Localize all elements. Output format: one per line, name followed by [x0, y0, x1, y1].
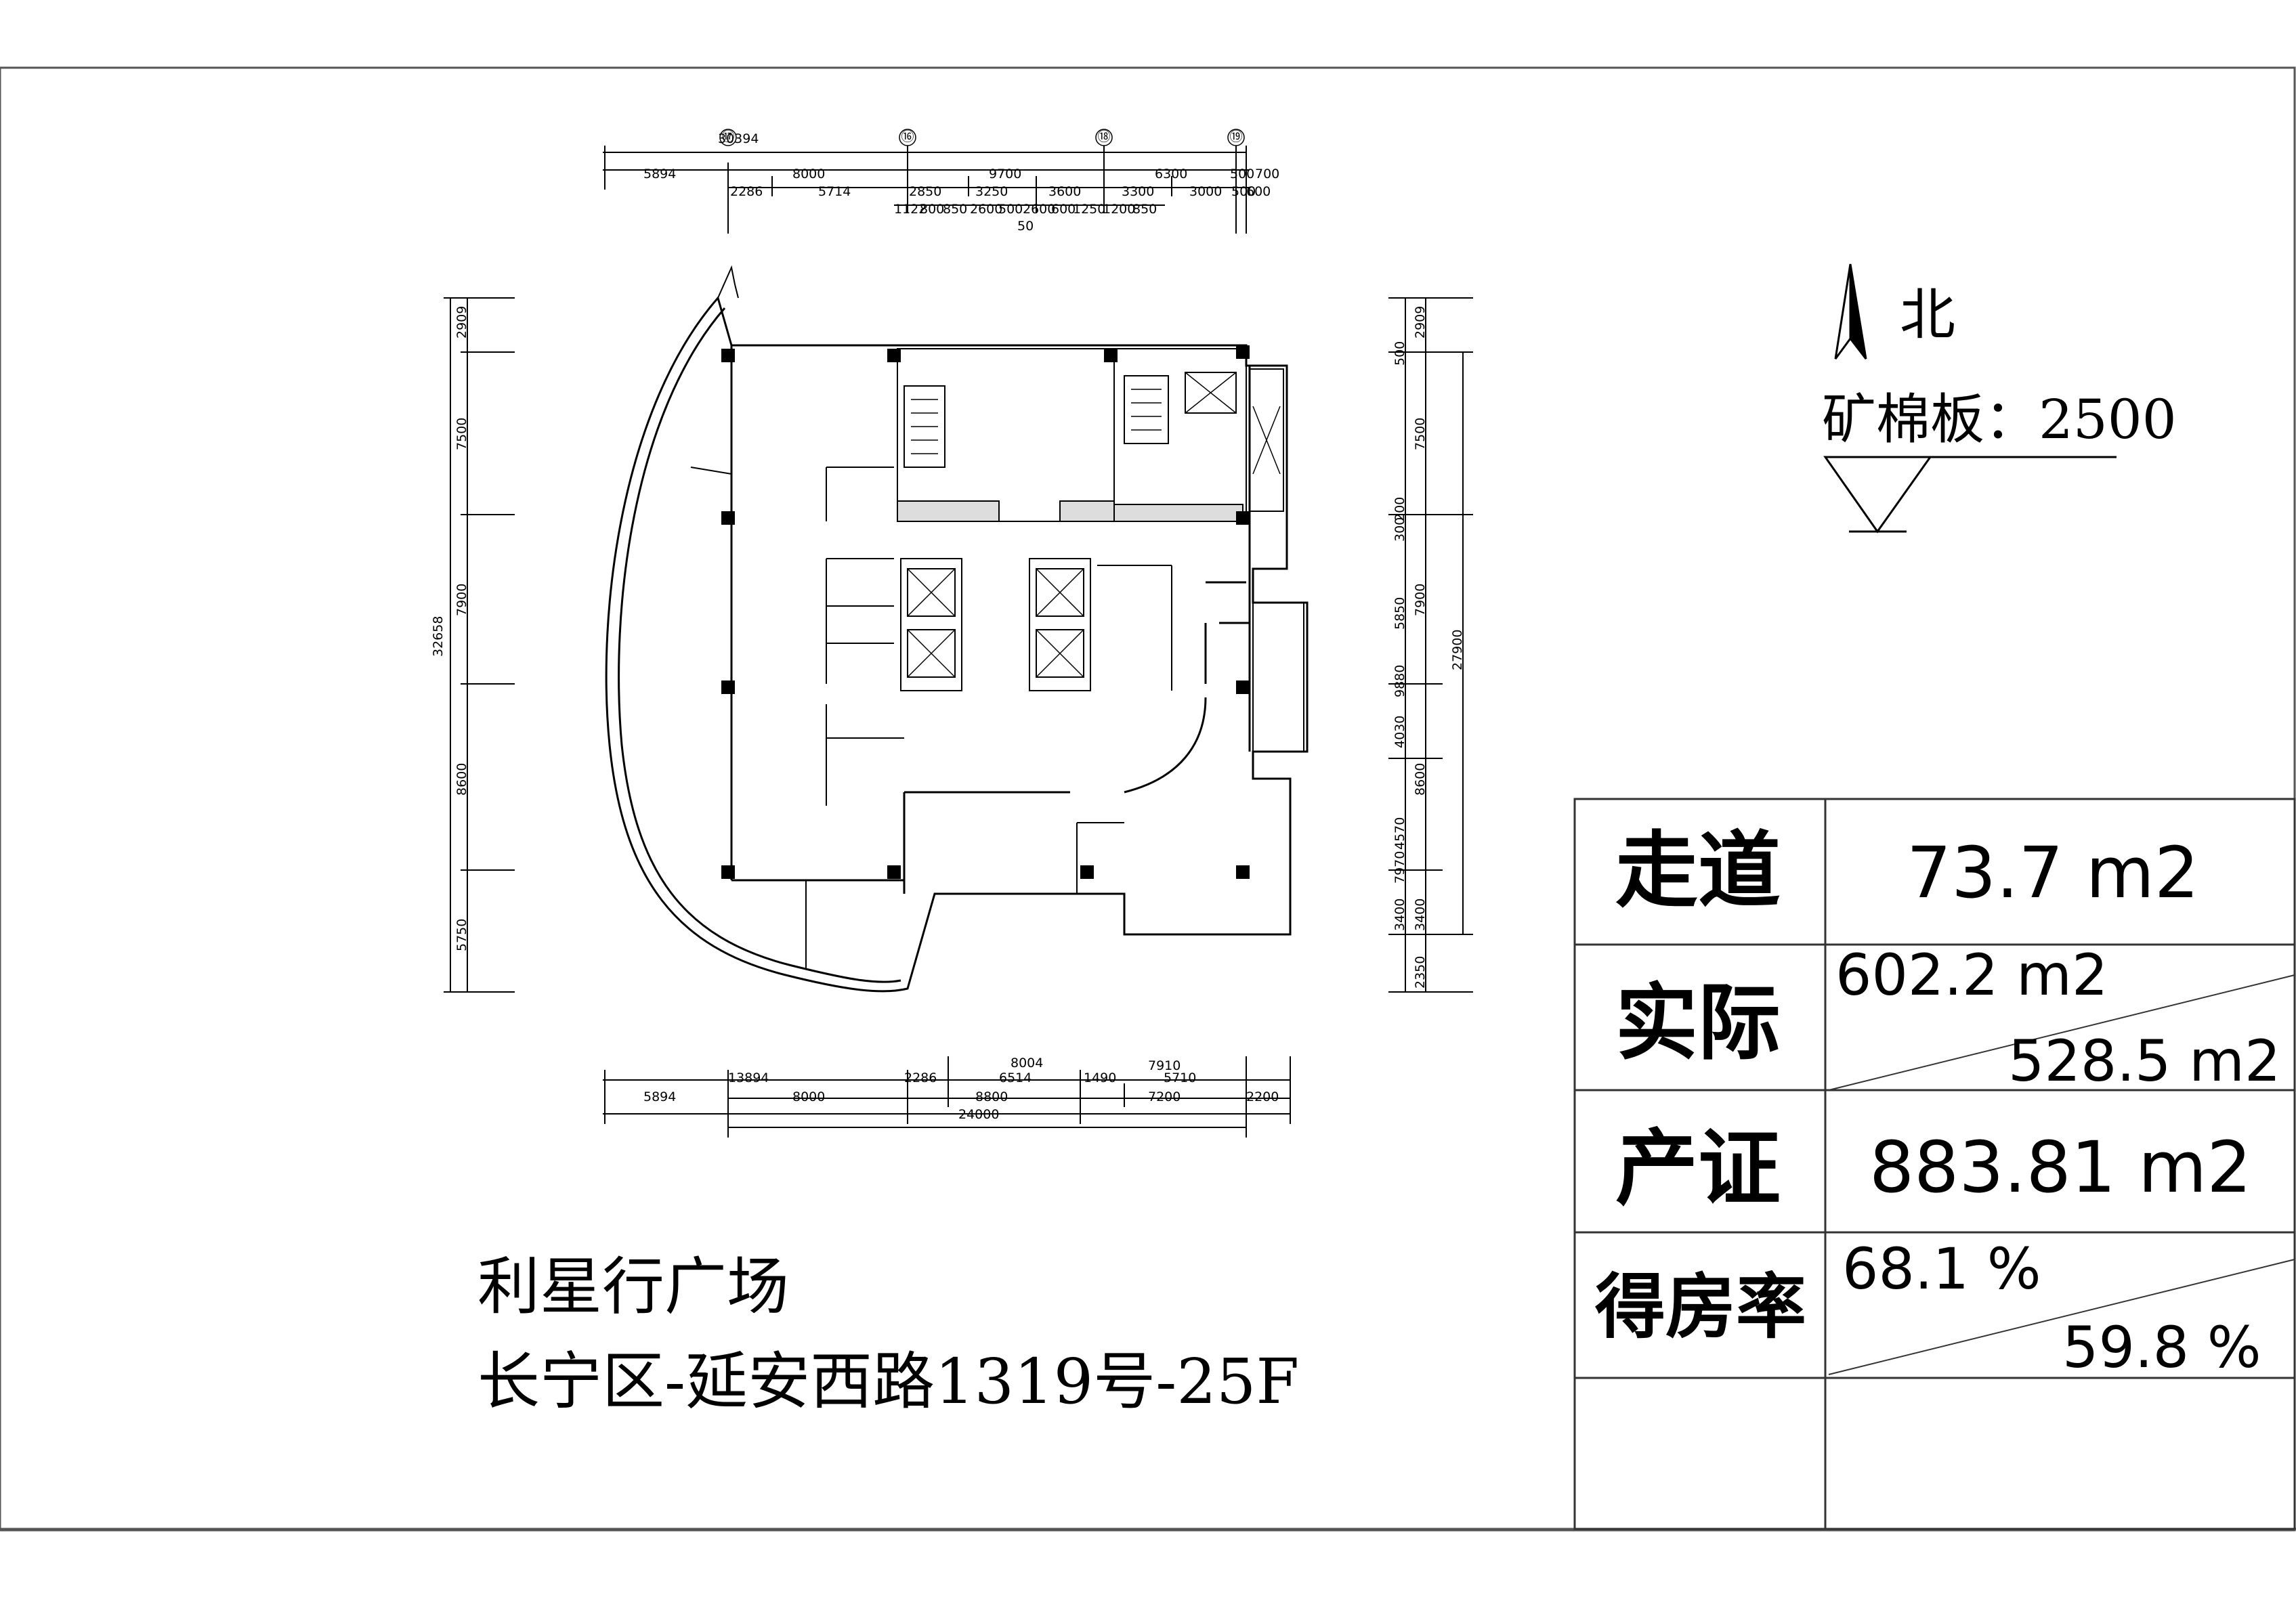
- svg-text:24000: 24000: [958, 1107, 999, 1122]
- north-label: 北: [1900, 283, 1956, 347]
- svg-text:7900: 7900: [1413, 584, 1428, 616]
- value-actual-lower: 528.5 m2: [2008, 1028, 2281, 1094]
- structural-columns: [721, 345, 1250, 879]
- svg-text:9880: 9880: [1393, 665, 1407, 697]
- svg-text:500: 500: [1230, 167, 1254, 181]
- row-label-corridor: 走道: [1615, 823, 1781, 919]
- row-label-certificate: 产证: [1615, 1121, 1781, 1217]
- svg-text:5894: 5894: [643, 167, 676, 181]
- building-name: 利星行广场: [477, 1251, 790, 1323]
- svg-text:4030: 4030: [1393, 716, 1407, 748]
- value-efficiency-lower: 59.8 %: [2062, 1314, 2261, 1381]
- svg-text:32658: 32658: [431, 616, 446, 657]
- svg-text:600: 600: [1051, 202, 1076, 217]
- svg-text:850: 850: [943, 202, 967, 217]
- value-certificate-area: 883.81 m2: [1869, 1126, 2252, 1209]
- grid-label: ⑰: [721, 129, 734, 144]
- ceiling-level-symbol-icon: [1823, 456, 2117, 534]
- row-label-efficiency: 得房率: [1595, 1266, 1807, 1348]
- grid-label: ⑲: [1229, 129, 1242, 144]
- svg-text:5750: 5750: [454, 919, 469, 951]
- svg-text:5850: 5850: [1393, 597, 1407, 630]
- svg-text:50: 50: [1017, 219, 1034, 234]
- svg-text:8000: 8000: [792, 1089, 825, 1104]
- svg-text:1122: 1122: [894, 202, 927, 217]
- left-dimensions: 32658 2909 7500 7900 8600 5750: [431, 297, 515, 993]
- svg-text:2286: 2286: [904, 1071, 937, 1085]
- svg-text:2286: 2286: [730, 184, 763, 199]
- svg-text:3250: 3250: [975, 184, 1008, 199]
- svg-text:2200: 2200: [1246, 1089, 1279, 1104]
- svg-text:8800: 8800: [975, 1089, 1008, 1104]
- svg-text:5894: 5894: [643, 1089, 676, 1104]
- svg-text:8600: 8600: [1413, 763, 1428, 796]
- svg-text:2909: 2909: [454, 306, 469, 339]
- svg-text:8000: 8000: [792, 167, 825, 181]
- row-label-actual: 实际: [1615, 975, 1781, 1071]
- svg-text:1200: 1200: [1103, 202, 1135, 217]
- svg-text:4570: 4570: [1393, 817, 1407, 850]
- svg-text:500: 500: [1393, 341, 1407, 366]
- svg-text:27900: 27900: [1450, 630, 1465, 670]
- building-address: 长宁区-延安西路1319号-25F: [477, 1345, 1300, 1418]
- svg-text:800: 800: [920, 202, 944, 217]
- value-actual-upper: 602.2 m2: [1835, 942, 2108, 1008]
- svg-text:2600: 2600: [1023, 202, 1055, 217]
- area-table-grid: [1573, 798, 2296, 1530]
- value-corridor-area: 73.7 m2: [1907, 831, 2200, 914]
- right-dimensions: 2909 500 7500 300 200 7900 8600 7970 340…: [1388, 297, 1473, 993]
- grid-label: ⑯: [901, 129, 914, 144]
- svg-text:3400: 3400: [1413, 899, 1428, 931]
- svg-text:7910: 7910: [1148, 1058, 1181, 1073]
- svg-text:5710: 5710: [1164, 1071, 1196, 1085]
- svg-text:1490: 1490: [1084, 1071, 1116, 1085]
- svg-text:3300: 3300: [1122, 184, 1154, 199]
- svg-text:7500: 7500: [454, 418, 469, 450]
- floor-outline: [605, 265, 1309, 993]
- svg-text:8600: 8600: [454, 763, 469, 796]
- svg-text:7200: 7200: [1148, 1089, 1181, 1104]
- svg-text:2909: 2909: [1413, 306, 1428, 339]
- grid-axis-markers: [719, 129, 1245, 146]
- bottom-dimensions: 13894 2286 8004 7910 6514 1490 5710 5894…: [603, 1056, 1291, 1138]
- svg-text:3400: 3400: [1393, 899, 1407, 931]
- grid-label: ⑱: [1097, 129, 1110, 144]
- svg-text:200: 200: [1393, 497, 1407, 521]
- svg-text:1250: 1250: [1073, 202, 1105, 217]
- svg-text:850: 850: [1132, 202, 1157, 217]
- svg-text:700: 700: [1255, 167, 1279, 181]
- value-efficiency-upper: 68.1 %: [1842, 1236, 2041, 1302]
- svg-text:2600: 2600: [970, 202, 1002, 217]
- svg-text:300: 300: [1393, 517, 1407, 542]
- svg-text:8004: 8004: [1011, 1056, 1043, 1071]
- svg-text:500: 500: [1231, 184, 1256, 199]
- svg-text:9700: 9700: [989, 167, 1021, 181]
- svg-text:7970: 7970: [1393, 851, 1407, 884]
- svg-text:3000: 3000: [1189, 184, 1222, 199]
- svg-text:2850: 2850: [909, 184, 941, 199]
- svg-text:6514: 6514: [999, 1071, 1032, 1085]
- svg-text:3600: 3600: [1048, 184, 1081, 199]
- svg-text:7900: 7900: [454, 584, 469, 616]
- svg-text:500: 500: [998, 202, 1023, 217]
- dim-top-overall: 30394: [718, 131, 759, 146]
- svg-text:600: 600: [1246, 184, 1271, 199]
- ceiling-note: 矿棉板：2500: [1822, 388, 2177, 451]
- north-arrow-icon: [1834, 263, 1867, 360]
- svg-text:6300: 6300: [1155, 167, 1187, 181]
- svg-text:13894: 13894: [728, 1071, 769, 1085]
- svg-text:7500: 7500: [1413, 418, 1428, 450]
- top-dimensions: 30394 5894 8000 9700 6300 500 700 2286 5…: [603, 129, 1279, 234]
- svg-text:5714: 5714: [818, 184, 851, 199]
- svg-text:2350: 2350: [1413, 956, 1428, 989]
